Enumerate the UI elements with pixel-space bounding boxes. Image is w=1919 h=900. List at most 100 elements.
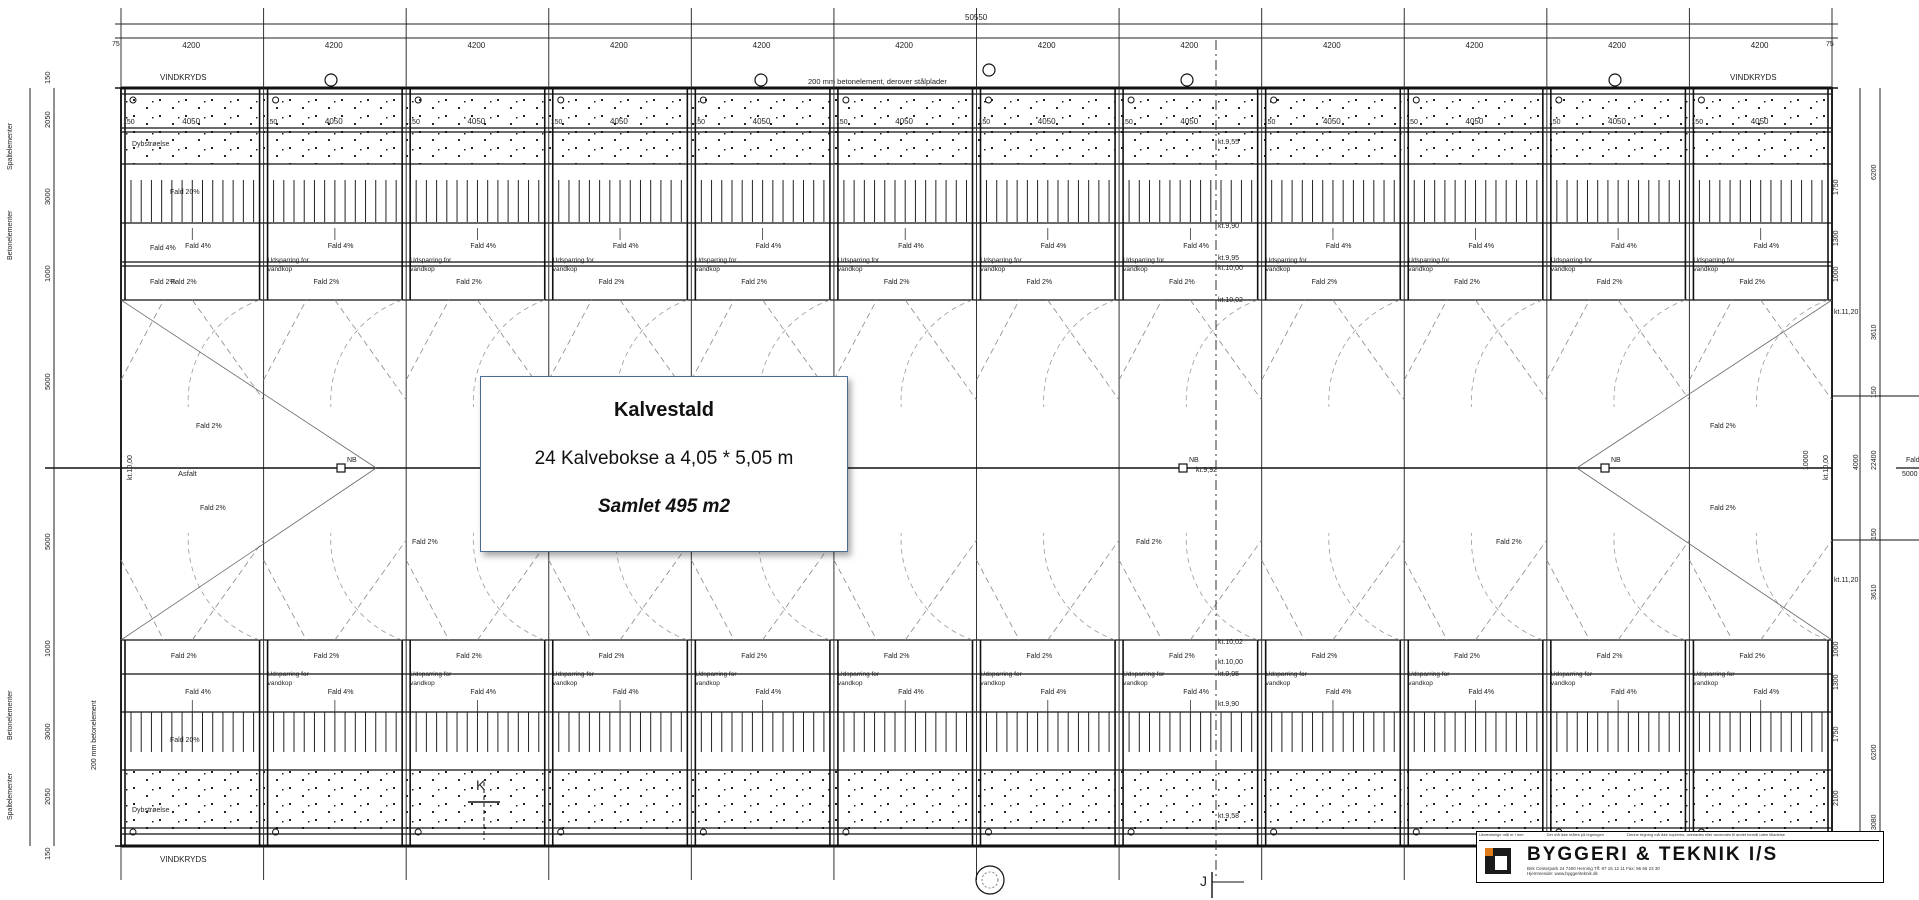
left-dimension-label: 5000 <box>43 533 52 550</box>
water-cup-label: Udsparring for <box>1408 257 1450 264</box>
right-dimension-label: 6200 <box>1871 744 1878 760</box>
fall-label: Fald 2% <box>1454 653 1480 660</box>
right-dimension-label: 1750 <box>1833 179 1840 195</box>
box-width-label: 4050 <box>610 117 628 126</box>
bay-width-label: 4200 <box>1180 41 1198 50</box>
water-cup-label: Udsparring for <box>1266 257 1308 264</box>
fall-label: Fald 4% <box>755 243 781 250</box>
water-cup-label: vandkop <box>1123 266 1148 273</box>
water-cup-label: Udsparring for <box>1408 671 1450 678</box>
fall-label: Fald 2% <box>1739 653 1765 660</box>
door-swing-arc <box>187 299 260 407</box>
dashed-guide <box>1689 559 1733 641</box>
water-cup-label: Udsparring for <box>1551 257 1593 264</box>
fall-label: Fald 4% <box>470 243 496 250</box>
dashed-guide <box>619 539 692 641</box>
door-swing-arc <box>472 299 545 407</box>
dashed-guide <box>1190 299 1262 401</box>
dashed-guide <box>1760 299 1833 401</box>
plan-structure <box>29 8 1919 898</box>
bay-width-label: 4200 <box>1466 41 1484 50</box>
water-cup-label: vandkop <box>1551 680 1576 687</box>
left-element-label: 200 mm betonelement <box>91 700 98 770</box>
title-block: Ukrænkelige mål er i mm Der må ikke måle… <box>1476 831 1884 883</box>
dashed-guide <box>690 299 735 381</box>
fall-label: Fald 2% <box>313 653 339 660</box>
water-cup-icon <box>1697 96 1705 104</box>
box-width-label: 4050 <box>1180 117 1198 126</box>
door-swing-arc <box>187 533 260 641</box>
dashed-guide <box>1475 539 1548 641</box>
water-cup-label: vandkop <box>695 680 720 687</box>
fall-label: Fald 2% <box>1597 653 1623 660</box>
bay-width-label: 4200 <box>182 41 200 50</box>
water-cup-icon <box>1412 96 1420 104</box>
fall-label: Fald 2% <box>1312 653 1338 660</box>
fall-label: Fald 4% <box>1183 243 1209 250</box>
elevation-label: kt.10,00 <box>127 455 134 480</box>
dashed-guide <box>904 299 977 401</box>
fall-label: Fald 4% <box>185 689 211 696</box>
fall-label: Fald 4% <box>1326 243 1352 250</box>
dashed-guide <box>1760 539 1833 641</box>
fall-label: Fald 2% <box>200 505 226 512</box>
fall-label: Fald 4% <box>1611 243 1637 250</box>
water-cup-icon <box>1270 96 1278 104</box>
dashed-guide <box>120 299 165 381</box>
dashed-guide <box>1475 299 1548 401</box>
water-cup-label: vandkop <box>268 680 293 687</box>
door-swing-arc <box>1470 533 1543 641</box>
drain-box-icon <box>336 463 346 473</box>
post-width-label: 150 <box>1406 119 1418 126</box>
fall-label: Fald 4% <box>755 689 781 696</box>
water-cup-icon <box>1412 828 1420 836</box>
dashed-guide <box>1332 539 1405 641</box>
right-dimension-label: 1300 <box>1833 230 1840 246</box>
water-cup-label: Udsparring for <box>838 257 880 264</box>
box-width-label: 4050 <box>182 117 200 126</box>
box-width-label: 4050 <box>753 117 771 126</box>
post-width-label: 150 <box>551 119 563 126</box>
door-swing-arc <box>900 299 973 407</box>
water-cup-label: vandkop <box>410 266 435 273</box>
water-cup-label: vandkop <box>1408 266 1433 273</box>
water-cup-icon <box>414 828 422 836</box>
wind-brace-label: VINDKRYDS <box>160 73 207 82</box>
water-cup-label: vandkop <box>553 680 578 687</box>
drain-box-icon <box>1600 463 1610 473</box>
dashed-guide <box>548 299 592 381</box>
dashed-guide <box>1261 299 1305 381</box>
column-marker-icon <box>324 73 338 87</box>
bay-width-label: 4200 <box>1038 41 1056 50</box>
fall-label: Fald 2% <box>741 653 767 660</box>
water-cup-label: Udsparring for <box>1693 671 1735 678</box>
water-cup-label: vandkop <box>981 680 1006 687</box>
water-cup-label: Udsparring for <box>981 671 1023 678</box>
door-swing-arc <box>1756 299 1829 407</box>
left-dimension-label: 150 <box>43 71 52 84</box>
water-cup-icon <box>272 96 280 104</box>
water-cup-icon <box>842 96 850 104</box>
elevation-label: kt.9,95 <box>1218 255 1239 262</box>
post-width-label: 150 <box>123 119 135 126</box>
elevation-label: kt.9,58 <box>1218 813 1239 820</box>
section-marker-k: K <box>476 777 486 793</box>
diagonal-line <box>120 467 377 641</box>
box-width-label: 4050 <box>325 117 343 126</box>
dashed-guide <box>263 299 307 381</box>
door-swing-arc <box>900 533 973 641</box>
fall-label: Fald 2% <box>1597 279 1623 286</box>
fall-label: Fald 2% <box>741 279 767 286</box>
elevation-label: kt.11,20 <box>1834 309 1858 316</box>
left-dimension-label: 1000 <box>43 640 52 657</box>
water-cup-label: vandkop <box>1123 680 1148 687</box>
drain-box-icon <box>1178 463 1188 473</box>
box-width-label: 4050 <box>1751 117 1769 126</box>
left-dimension-label: 2050 <box>43 788 52 805</box>
box-width-label: 4050 <box>1038 117 1056 126</box>
dashed-guide <box>1403 559 1448 641</box>
dashed-guide <box>976 559 1020 641</box>
water-cup-label: vandkop <box>838 266 863 273</box>
